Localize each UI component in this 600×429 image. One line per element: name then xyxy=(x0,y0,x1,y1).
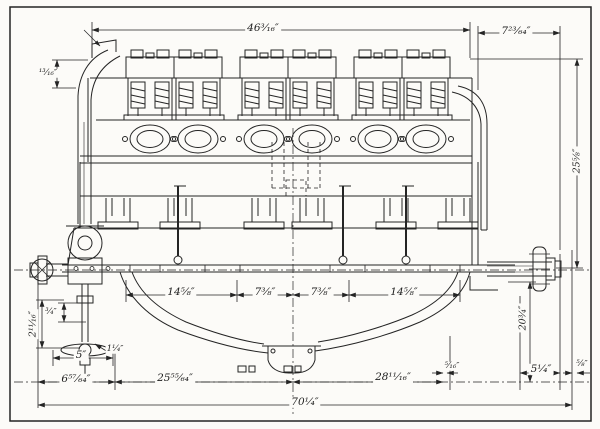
dim-impeller-span: 5″ xyxy=(73,348,89,361)
dim-base-rear: 5¹⁄₄″ xyxy=(528,362,554,375)
dim-base-mid-rear: 28¹¹⁄₁₆″ xyxy=(373,370,413,383)
dim-overall-height: 25⁵⁄₈″ xyxy=(571,146,583,176)
dim-base-end: ⁵⁄₈″ xyxy=(575,358,589,369)
dim-base-mid-front: 25⁵⁵⁄₆₄″ xyxy=(155,371,195,384)
dim-cyl-pair-front: 7³⁄₈″ xyxy=(252,285,278,298)
dim-valve-clearance: ¹³⁄₁₆″ xyxy=(37,67,59,78)
dim-overall-length: 70¹⁄₄″ xyxy=(289,395,321,408)
dim-cyl-group-front: 14⁵⁄₈″ xyxy=(165,285,197,298)
dim-base-front: 6⁵⁷⁄₆₄″ xyxy=(59,372,93,385)
dim-base-gap: ⁵⁄₁₆″ xyxy=(443,360,461,371)
dim-pump-offset: ³⁄₄″ xyxy=(44,306,58,317)
dim-cyl-group-rear: 14⁵⁄₈″ xyxy=(388,285,420,298)
dim-shaft-tip: 1¹⁄₄″ xyxy=(105,343,125,354)
dim-crank-height: 20³⁄₄″ xyxy=(517,303,529,333)
dim-pump-drop: 2¹¹⁄₁₆″ xyxy=(27,308,39,340)
dim-overall-top: 46³⁄₁₆″ xyxy=(245,21,281,34)
dim-rear-overhang: 7²³⁄₆₄″ xyxy=(499,24,533,37)
dim-cyl-pair-rear: 7³⁄₈″ xyxy=(308,285,334,298)
